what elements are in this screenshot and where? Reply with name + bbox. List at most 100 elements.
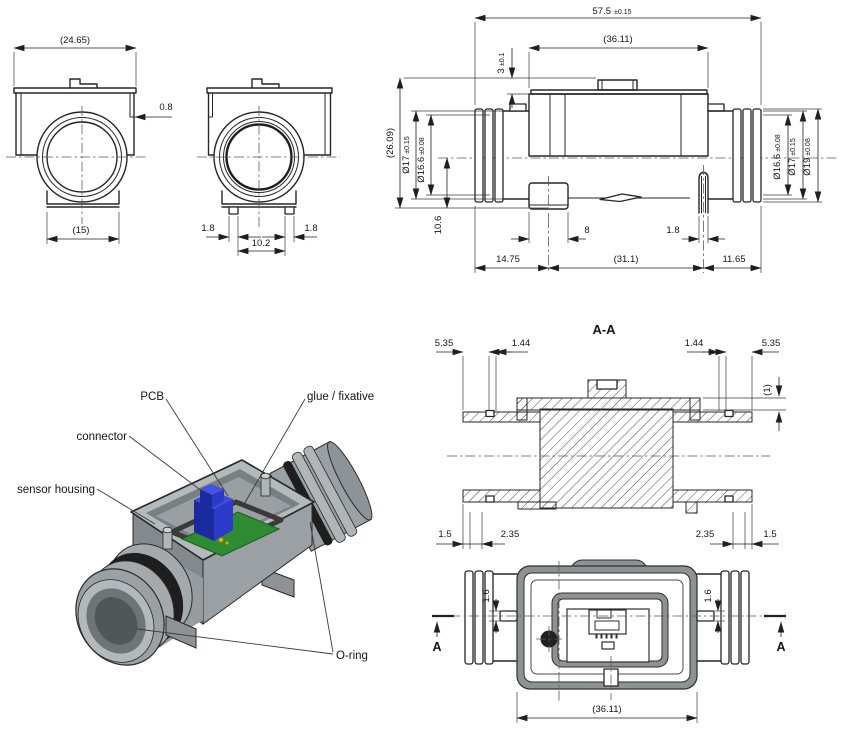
dim-groove-left: 1.44: [512, 338, 531, 349]
cut-label-right: A: [776, 640, 785, 654]
view-section-aa: A-A 5.35 1.44 1.44: [435, 322, 786, 549]
view-front-left: (24.65) 0.8 (15): [6, 35, 173, 244]
housing-top-plate: [206, 87, 333, 94]
iso-post-right: [260, 472, 271, 497]
section-foot-right: [685, 501, 698, 514]
dim-tab-height-tol: ±0.1: [499, 52, 506, 66]
iso-glue-dot-2: [224, 540, 230, 546]
top-bump: [570, 559, 648, 567]
iso-leaders: [96, 398, 334, 655]
cut-label-left: A: [432, 640, 441, 654]
dim-seg-left: 14.75: [496, 254, 520, 265]
dim-pin-left: 1.8: [201, 223, 214, 234]
dim-dia166-left-value: Ø16.6: [416, 157, 427, 183]
dim-tab-height: 3 ±0.1: [496, 52, 507, 73]
dim-dia17-right-tol: ±0.15: [790, 138, 797, 156]
dim-tab-height-value: 3: [496, 68, 507, 73]
dim-dia166-right: Ø16.6 ±0.08: [772, 134, 783, 179]
connector-frame: [566, 608, 650, 663]
dim-edge-left: 1.5: [438, 529, 451, 540]
dim-dia166-right-tol: ±0.08: [775, 134, 782, 152]
dim-dia17-left-value: Ø17: [401, 156, 412, 174]
dim-pin-spacing: 10.2: [252, 238, 271, 249]
iso-foot-left: [165, 615, 197, 649]
lid-right-tab: [689, 397, 701, 421]
center-block: [539, 408, 674, 509]
label-sensor-housing: sensor housing: [17, 484, 95, 496]
view-front-center: 1.8 1.8 10.2: [197, 78, 340, 256]
dim-dia19-right: Ø19±0.08: [802, 138, 813, 176]
mount-tab-outline: [69, 78, 98, 89]
iso-connector: [194, 484, 233, 541]
dim-edge-right: 1.5: [763, 529, 776, 540]
dim-total-length: 57.5±0.15: [593, 6, 632, 17]
dim-nub-left: 1.6: [481, 589, 492, 602]
view-side: 57.5±0.15 (36.11) 3±0.1 (26.09) Ø17±0.15…: [385, 6, 838, 273]
dim-oring-offset-left: 5.35: [435, 338, 454, 349]
dim-dia166-left: Ø16.6 ±0.08: [416, 137, 427, 182]
right-sleeve-bottom-wall: [672, 489, 753, 503]
pedestal-outline: [221, 190, 297, 208]
top-right-ribs: [720, 570, 750, 665]
dim-lid-thickness: (1): [762, 384, 773, 396]
top-button-notch: [596, 379, 618, 390]
connector-pins: [595, 634, 618, 639]
snap-clip: [599, 193, 642, 203]
section-foot-left: [517, 501, 557, 510]
dim-total-length-value: 57.5: [593, 6, 612, 17]
iso-right-pipe: [269, 440, 373, 552]
pin-right: [284, 206, 295, 215]
dim-dia17-left-tol: ±0.15: [404, 136, 411, 154]
label-glue: glue / fixative: [307, 391, 374, 403]
iso-left-pipe: [75, 543, 193, 666]
dim-step-right: 2.35: [696, 529, 715, 540]
dim-seg-right: 11.65: [722, 254, 745, 265]
connector-slot: [594, 620, 620, 631]
lid: [516, 397, 701, 411]
connector-key: [596, 609, 612, 619]
view-top: A A 1.6 1.6 (36.11): [432, 559, 786, 723]
dim-seg-mid: (31.1): [614, 254, 639, 265]
housing-top-plate: [13, 87, 137, 94]
dim-dia17-left: Ø17 ±0.15: [401, 136, 412, 174]
section-title: A-A: [592, 322, 616, 337]
dim-groove-right: 1.44: [685, 338, 704, 349]
label-pcb: PCB: [140, 391, 164, 403]
dim-total-length-tol: ±0.15: [614, 9, 632, 16]
housing-sides: [207, 92, 332, 156]
dim-dia19-right-value: Ø19: [802, 158, 813, 176]
side-mount-tab: [597, 79, 638, 91]
dim-overall-height: (26.09): [385, 128, 396, 158]
mount-tab-outline: [251, 78, 280, 89]
left-align-nub: [509, 103, 527, 112]
dim-front-base: (15): [73, 225, 90, 236]
lid-left-tab: [516, 397, 528, 421]
sensor-window: [601, 641, 615, 650]
right-rib-group: [732, 108, 762, 203]
dim-dia17-right: Ø17 ±0.15: [787, 138, 798, 176]
dim-foot-width: 8: [584, 225, 589, 236]
dim-step-left: 2.35: [501, 529, 520, 540]
dim-dia17-right-value: Ø17: [787, 158, 798, 176]
dim-body-length: (36.11): [603, 34, 632, 45]
top-left-ribs: [464, 570, 494, 665]
dim-foot-drop: 10.6: [433, 216, 444, 235]
left-sleeve-top-wall: [462, 411, 541, 423]
dim-oring-offset-right: 5.35: [762, 338, 781, 349]
iso-glue-dot: [218, 537, 224, 543]
left-rib-group: [474, 108, 504, 203]
right-align-nub: [707, 103, 725, 112]
dim-dia166-left-tol: ±0.08: [419, 137, 426, 155]
dim-pin-right: 1.8: [304, 223, 317, 234]
dim-top-body-width: (36.11): [592, 704, 621, 715]
label-oring: O-ring: [336, 650, 368, 662]
iso-post-left: [162, 526, 173, 550]
dim-front-width: (24.65): [60, 35, 90, 46]
dim-dia166-right-value: Ø16.6: [772, 154, 783, 180]
label-connector: connector: [76, 431, 127, 443]
view-isometric: PCB glue / fixative connector sensor hou…: [17, 391, 374, 666]
dim-pin-width: 1.8: [666, 225, 679, 236]
dim-lip: 0.8: [159, 102, 172, 113]
